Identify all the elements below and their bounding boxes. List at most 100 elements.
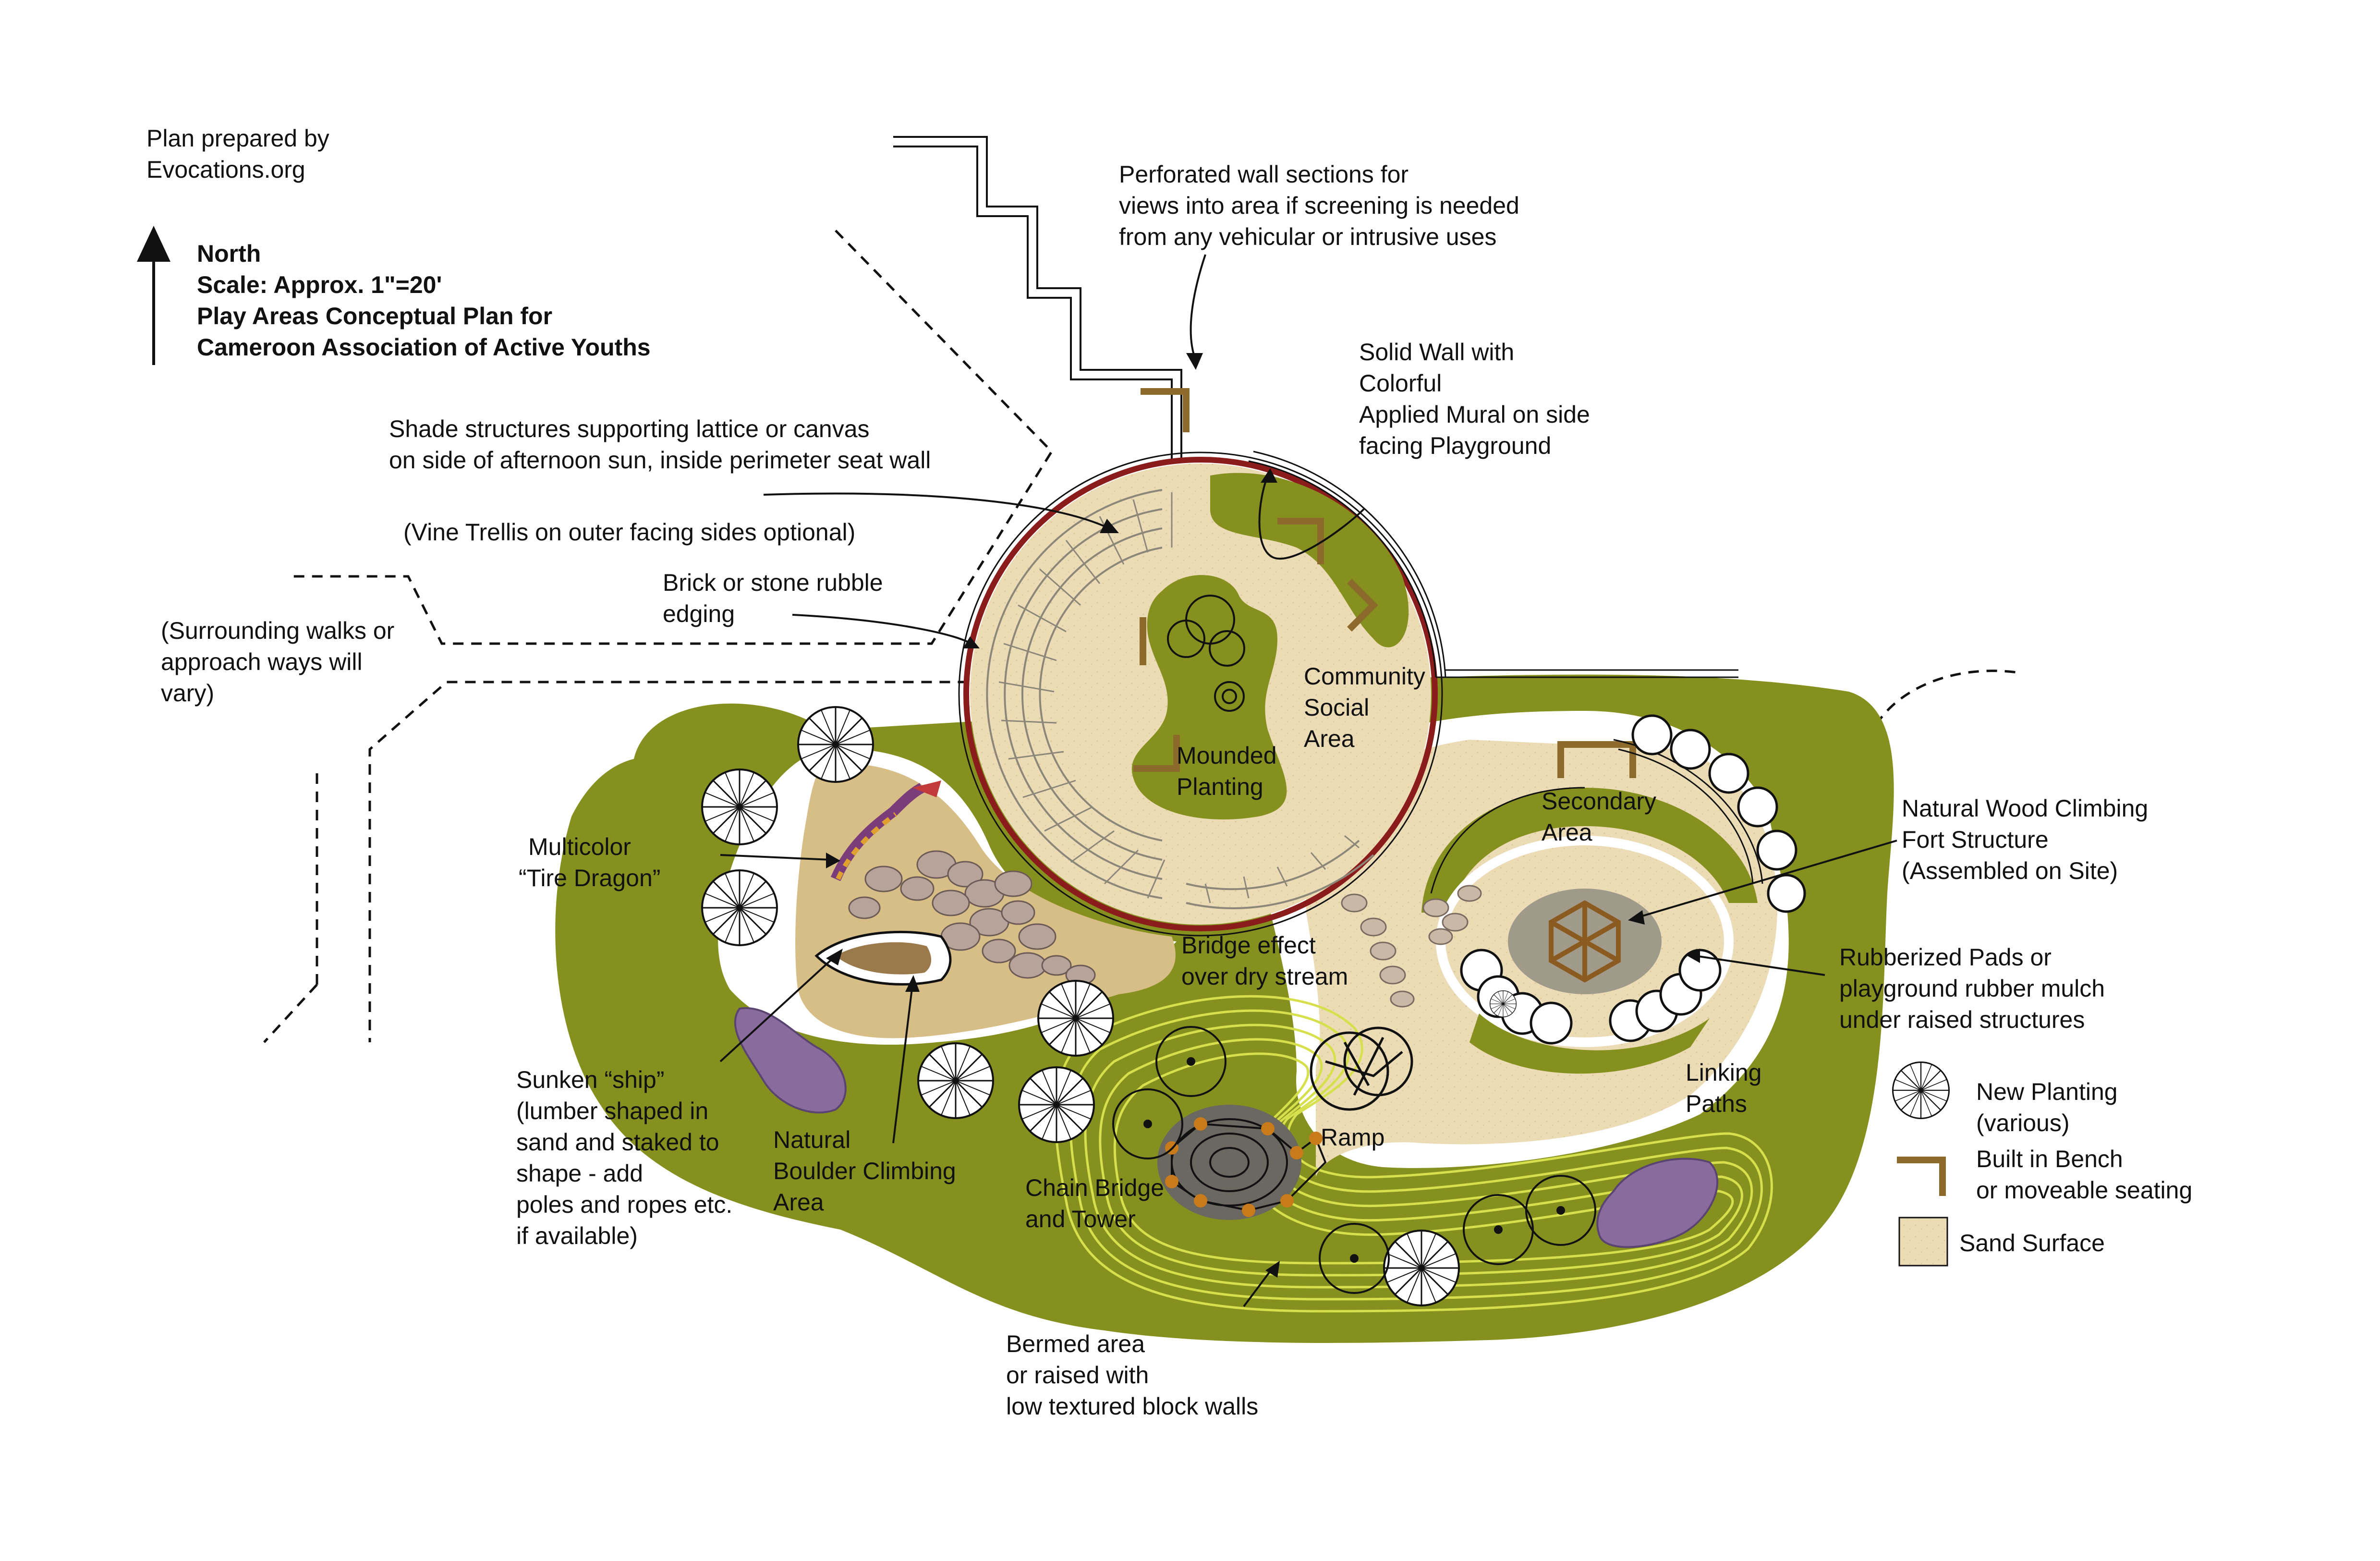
- annotation-line: Brick or stone rubble: [663, 569, 883, 596]
- label-chain-bridge: Chain Bridge and Tower: [1025, 1174, 1164, 1232]
- annotation-line: “Tire Dragon”: [519, 865, 660, 891]
- secondary-shrubs: [1631, 714, 1806, 913]
- stepped-wall: [893, 136, 1182, 461]
- label-climbing-fort: Natural Wood Climbing Fort Structure (As…: [1902, 795, 2148, 884]
- annotation-line: Planting: [1177, 773, 1263, 800]
- annotation-line: vary): [161, 680, 214, 707]
- bench-symbol: [1557, 741, 1636, 778]
- bench-symbol: [1141, 388, 1190, 432]
- legend-label: (various): [1976, 1110, 2069, 1136]
- annotation-line: (Assembled on Site): [1902, 857, 2118, 884]
- annotation-line: approach ways will: [161, 648, 363, 675]
- annotation-line: Paths: [1686, 1090, 1747, 1117]
- annotation-line: (Surrounding walks or: [161, 617, 394, 644]
- annotation-line: Multicolor: [528, 833, 631, 860]
- label-bridge-effect: Bridge effect over dry stream: [1181, 932, 1348, 990]
- benches: [1133, 388, 1946, 1196]
- annotation-line: views into area if screening is needed: [1119, 192, 1519, 219]
- ramp-tree: [1310, 1026, 1413, 1111]
- label-solid-wall: Solid Wall with Colorful Applied Mural o…: [1359, 339, 1590, 459]
- tree-symbol: [701, 768, 778, 845]
- annotation-line: Area: [1304, 725, 1355, 752]
- label-rubberized-pads: Rubberized Pads or playground rubber mul…: [1839, 944, 2105, 1033]
- annotation-line: Area: [773, 1189, 824, 1216]
- label-boulder-area: Natural Boulder Climbing Area: [773, 1126, 956, 1216]
- legend-label: or moveable seating: [1976, 1177, 2192, 1204]
- tree-symbol: [797, 706, 874, 783]
- label-sunken-ship: Sunken “ship” (lumber shaped in sand and…: [516, 1066, 732, 1249]
- annotation-line: playground rubber mulch: [1839, 975, 2105, 1002]
- boulders: [848, 850, 1096, 986]
- credit-line: Plan prepared by: [146, 125, 329, 152]
- tire-dragon: [830, 780, 941, 881]
- label-mounded-planting: Mounded Planting: [1177, 742, 1277, 800]
- label-perforated-wall: Perforated wall sections for views into …: [1119, 161, 1519, 250]
- annotation-line: Rubberized Pads or: [1839, 944, 2052, 971]
- annotation-line: Natural: [773, 1126, 850, 1153]
- annotation-line: poles and ropes etc.: [516, 1191, 732, 1218]
- tree-symbol: [701, 869, 778, 946]
- tree-symbol: [1383, 1230, 1460, 1306]
- title-block: North Scale: Approx. 1"=20' Play Areas C…: [197, 240, 651, 361]
- tree-symbol: [917, 1042, 994, 1119]
- label-vine-trellis: (Vine Trellis on outer facing sides opti…: [403, 519, 855, 546]
- label-shade-structures: Shade structures supporting lattice or c…: [389, 415, 931, 474]
- annotation-line: Community: [1304, 663, 1425, 690]
- annotation-line: Mounded: [1177, 742, 1277, 769]
- title-line: Play Areas Conceptual Plan for: [197, 303, 552, 329]
- annotation-line: (lumber shaped in: [516, 1098, 708, 1124]
- sunken-ship: [814, 930, 952, 986]
- label-secondary-area: Secondary Area: [1542, 788, 1656, 846]
- annotation-line: Fort Structure: [1902, 826, 2049, 853]
- label-bermed-area: Bermed area or raised with low textured …: [1006, 1330, 1258, 1420]
- tree-symbol: [1037, 980, 1114, 1057]
- title-line: Cameroon Association of Active Youths: [197, 334, 651, 361]
- chain-bridge-tower: [1157, 1105, 1327, 1220]
- bench-symbol: [1133, 735, 1180, 772]
- annotation-line: under raised structures: [1839, 1006, 2085, 1033]
- annotation-line: on side of afternoon sun, inside perimet…: [389, 447, 931, 474]
- annotation-line: and Tower: [1025, 1206, 1136, 1232]
- secondary-area: [1430, 714, 1806, 1043]
- annotation-line: Secondary: [1542, 788, 1656, 815]
- dry-stream-stones: [1341, 885, 1482, 1008]
- bermed-area: [1054, 995, 1773, 1313]
- legend-tree-symbol: [1892, 1061, 1950, 1119]
- annotation-line: shape - add: [516, 1160, 643, 1187]
- credit-line: Evocations.org: [146, 156, 305, 183]
- label-surrounding-walks: (Surrounding walks or approach ways will…: [161, 617, 394, 707]
- north-arrow-icon: [137, 226, 170, 365]
- annotation-line: Linking: [1686, 1059, 1761, 1086]
- legend-label: New Planting: [1976, 1078, 2118, 1105]
- legend: New Planting (various) Built in Bench or…: [1959, 1078, 2192, 1256]
- annotation-line: facing Playground: [1359, 432, 1551, 459]
- arrow-heads: [826, 353, 1700, 1278]
- tree-symbol: [1018, 1066, 1095, 1143]
- legend-bench-symbol: [1897, 1157, 1946, 1196]
- label-tire-dragon: Multicolor “Tire Dragon”: [519, 833, 660, 891]
- leader-arrows: [719, 254, 1897, 1307]
- community-plaza: [958, 451, 1738, 937]
- bench-symbol: [1277, 518, 1324, 564]
- annotation-line: Solid Wall with: [1359, 339, 1514, 366]
- annotation-line: Chain Bridge: [1025, 1174, 1164, 1201]
- annotation-line: Area: [1542, 819, 1592, 846]
- climbing-fort: [1549, 900, 1621, 983]
- annotation-line: Applied Mural on side: [1359, 401, 1590, 428]
- scale-label: Scale: Approx. 1"=20': [197, 271, 442, 298]
- annotation-line: Colorful: [1359, 370, 1442, 397]
- annotation-line: Bermed area: [1006, 1330, 1145, 1357]
- annotation-line: Boulder Climbing: [773, 1158, 956, 1184]
- annotation-line: if available): [516, 1222, 638, 1249]
- annotation-line: Perforated wall sections for: [1119, 161, 1409, 188]
- legend-label: Built in Bench: [1976, 1146, 2123, 1172]
- annotation-line: Sunken “ship”: [516, 1066, 665, 1093]
- legend-sand-swatch: [1898, 1217, 1948, 1267]
- north-label: North: [197, 240, 261, 267]
- shade-trellis: [986, 489, 1374, 909]
- credit-block: Plan prepared by Evocations.org: [146, 125, 329, 183]
- annotation-line: from any vehicular or intrusive uses: [1119, 223, 1496, 250]
- mounded-trees: [1167, 595, 1245, 712]
- label-ramp: Ramp: [1321, 1124, 1384, 1151]
